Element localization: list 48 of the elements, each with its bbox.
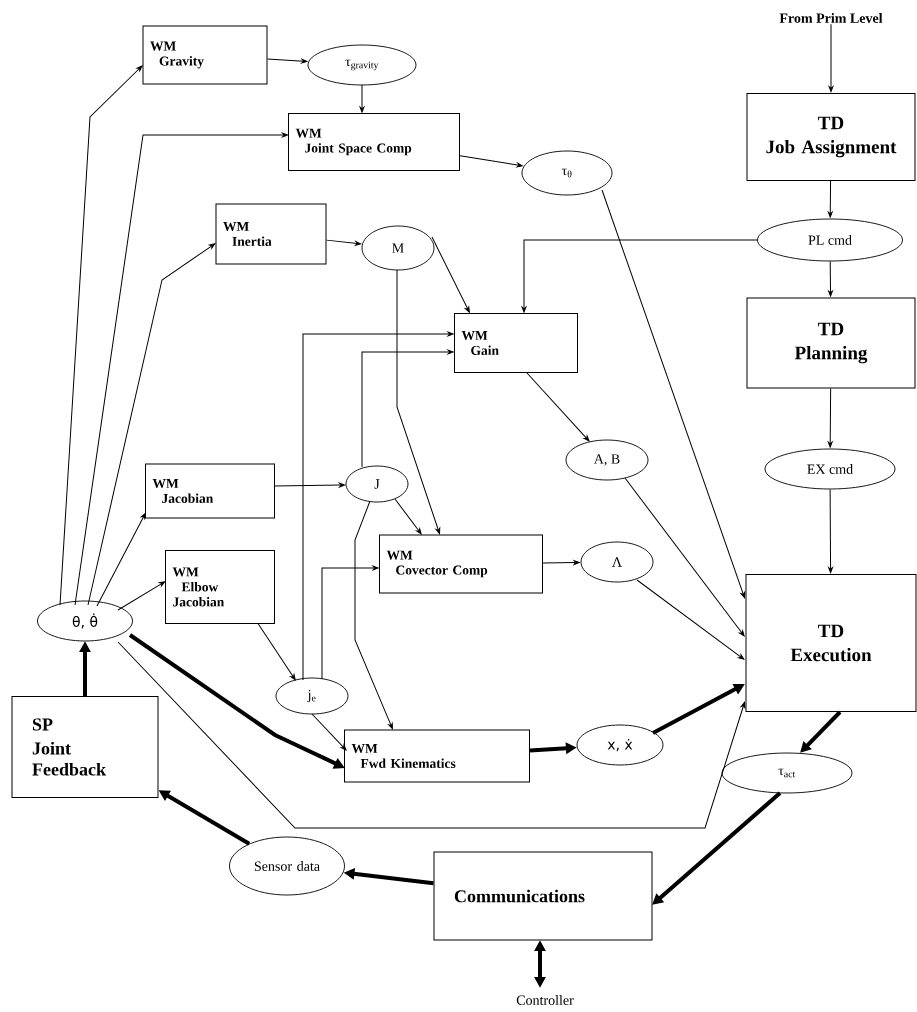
process-box: TD Execution	[745, 574, 917, 712]
controller-label: Controller	[516, 995, 574, 1005]
arrow	[828, 23, 834, 93]
process-box: WM Joint Space Comp	[288, 113, 460, 171]
process-box: WM Gravity	[142, 25, 268, 85]
arrow	[526, 372, 590, 442]
process-box: TD Job Assignment	[746, 93, 916, 181]
arrow	[394, 498, 422, 535]
arrow	[321, 565, 379, 680]
arrow	[87, 243, 216, 606]
arrow	[396, 269, 441, 535]
process-box: WM Gain	[454, 313, 578, 373]
arrow	[636, 579, 745, 660]
arrow	[800, 710, 842, 753]
process-box: TD Planning	[746, 297, 916, 389]
arrow	[601, 189, 746, 599]
arrow	[828, 488, 833, 574]
process-box: SP Joint Feedback	[11, 696, 159, 798]
arrow	[542, 560, 580, 565]
arrow	[828, 260, 833, 297]
arrow	[431, 236, 470, 313]
arrow	[74, 132, 289, 606]
arrow	[359, 84, 365, 113]
arrow	[459, 155, 523, 168]
arrow	[117, 581, 166, 611]
arrow	[624, 477, 745, 637]
process-box: Communications	[433, 851, 653, 941]
arrow	[96, 512, 146, 607]
process-box: WM Jacobian	[145, 463, 275, 519]
arrow	[311, 713, 347, 751]
process-box: WM Fwd Kinematics	[344, 729, 530, 783]
arrow	[117, 641, 746, 829]
arrow	[257, 623, 296, 681]
arrow	[274, 482, 346, 488]
arrow	[652, 791, 782, 905]
arrow	[521, 239, 758, 313]
arrow	[59, 65, 143, 606]
arrow	[326, 239, 362, 246]
arrow	[827, 180, 833, 218]
arrow	[361, 349, 454, 468]
arrow	[827, 388, 833, 448]
process-box: WM Elbow Jacobian	[165, 550, 275, 624]
arrow	[267, 58, 308, 64]
process-box: WM Covector Comp	[379, 534, 543, 594]
arrow	[354, 500, 393, 730]
arrow	[302, 331, 454, 681]
source-label: From Prim Level	[779, 13, 883, 23]
process-box: WM Inertia	[215, 203, 327, 265]
